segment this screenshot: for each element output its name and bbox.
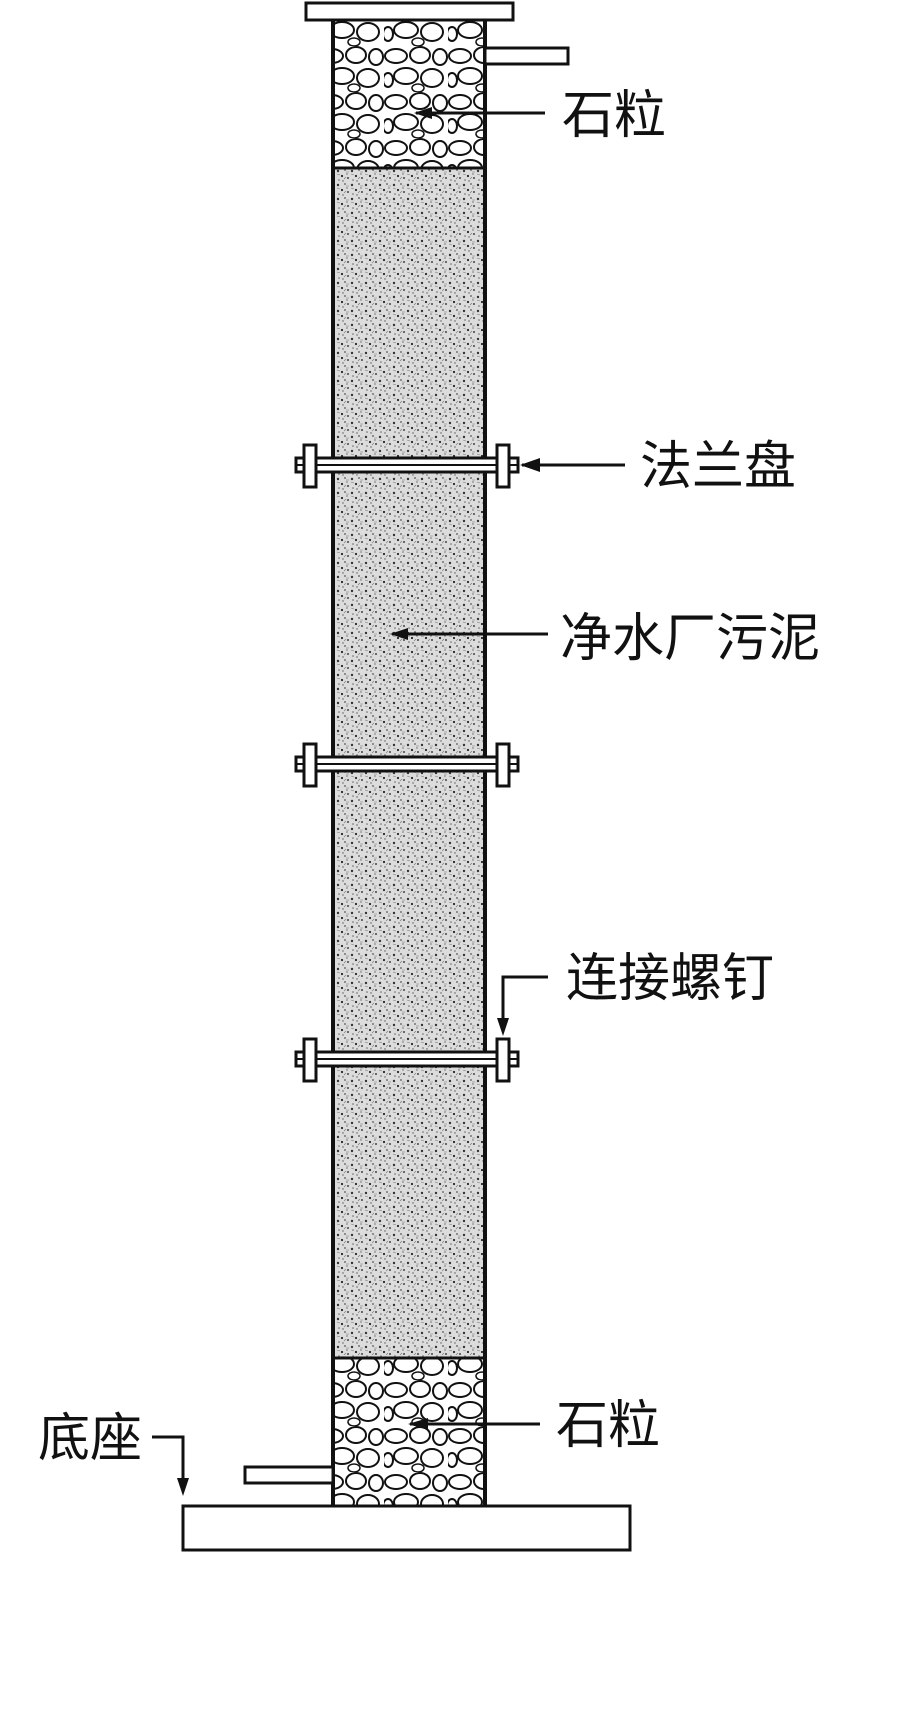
label-stone-top: 石粒 <box>562 86 666 146</box>
base-plate <box>181 1504 632 1552</box>
leader-base <box>152 1435 189 1496</box>
top-cap-plate <box>304 1 515 22</box>
flange-2 <box>294 742 520 788</box>
leader-bolt <box>497 975 548 1036</box>
top-outlet-pipe <box>483 46 570 66</box>
leader-stone-bottom <box>408 1418 540 1430</box>
label-flange: 法兰盘 <box>640 437 796 497</box>
flange-bolt <box>495 1037 511 1083</box>
leader-stone-top <box>414 107 545 119</box>
flange-bolt <box>302 443 318 489</box>
flange-bolt <box>302 1037 318 1083</box>
leader-sludge <box>390 628 548 640</box>
label-stone-bottom: 石粒 <box>556 1396 660 1456</box>
top-stone-layer <box>331 18 487 170</box>
flange-1 <box>294 443 520 489</box>
flange-bolt <box>495 742 511 788</box>
label-sludge: 净水厂污泥 <box>560 609 820 669</box>
flange-bolt <box>495 443 511 489</box>
bottom-stone-layer <box>331 1356 487 1508</box>
label-base: 底座 <box>38 1409 142 1469</box>
leader-flange <box>520 458 625 472</box>
flange-bolt <box>302 742 318 788</box>
flange-3 <box>294 1037 520 1083</box>
label-bolt: 连接螺钉 <box>566 949 774 1009</box>
bottom-inlet-pipe <box>243 1465 335 1485</box>
